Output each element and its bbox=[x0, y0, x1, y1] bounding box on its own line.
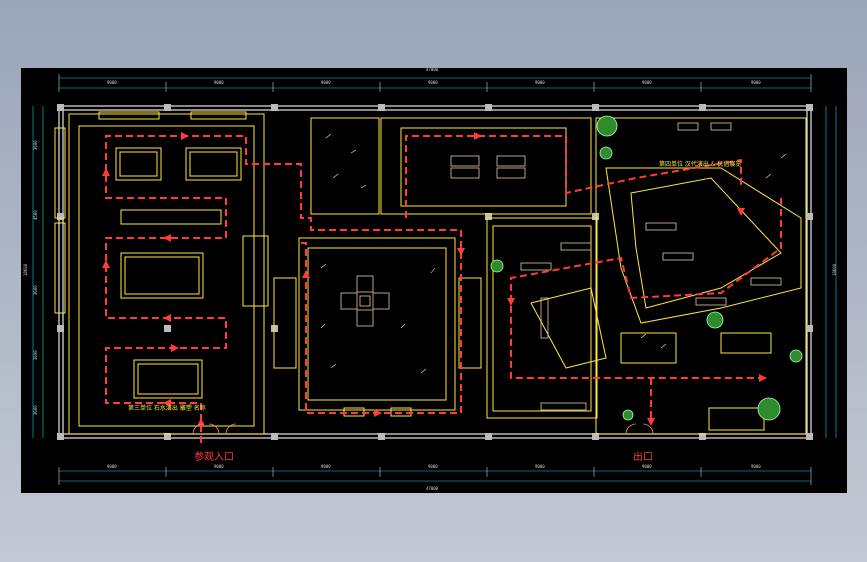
plants bbox=[490, 115, 803, 421]
dim-seg-2: 9000 bbox=[214, 80, 224, 85]
arrow-down-icon bbox=[457, 248, 465, 256]
plant-icon bbox=[622, 409, 634, 421]
texture-marks bbox=[320, 133, 787, 374]
visitor-route bbox=[105, 135, 782, 443]
arrow-right-icon bbox=[474, 132, 482, 140]
dim-seg-b4: 9000 bbox=[428, 464, 438, 469]
dim-seg-b5: 9000 bbox=[535, 464, 545, 469]
dim-seg-6: 9000 bbox=[642, 80, 652, 85]
outer-walls bbox=[58, 105, 812, 439]
route-arrows bbox=[102, 132, 767, 426]
plant-icon bbox=[757, 397, 781, 421]
dim-seg-b1: 9000 bbox=[107, 464, 117, 469]
cad-floor-plan: 47000 47000 9000 9000 9000 9000 9000 900… bbox=[21, 68, 847, 493]
arrow-up-icon bbox=[102, 168, 110, 176]
dim-top-total: 47000 bbox=[426, 68, 439, 72]
arrow-left-icon bbox=[163, 314, 171, 322]
dim-seg-3: 9000 bbox=[321, 80, 331, 85]
plant-icon bbox=[596, 115, 618, 137]
exit-door bbox=[625, 423, 654, 435]
arrow-right-icon bbox=[181, 132, 189, 140]
dim-seg-1: 9000 bbox=[107, 80, 117, 85]
zone-label-right: 第四单位 汉代演出 & 民俗展览 bbox=[659, 160, 741, 168]
arrow-right-icon bbox=[374, 409, 382, 417]
dim-side-segments: 3600 4500 3600 3600 3600 bbox=[33, 140, 38, 415]
dim-seg-7: 9000 bbox=[751, 80, 761, 85]
arrow-up-icon bbox=[102, 260, 110, 268]
dim-seg-5: 9000 bbox=[535, 80, 545, 85]
exit-label: 出口 bbox=[633, 450, 653, 463]
dim-seg-b6: 9000 bbox=[642, 464, 652, 469]
dim-bottom-total: 47000 bbox=[426, 486, 439, 491]
arrow-down-icon bbox=[737, 208, 745, 216]
interior-partitions bbox=[54, 111, 807, 435]
zone-label-left: 第三单位 石水演出 雕塑 名称 bbox=[128, 404, 206, 412]
arrow-right-icon bbox=[171, 344, 179, 352]
dim-seg-b2: 9000 bbox=[214, 464, 224, 469]
arrow-down-icon bbox=[647, 418, 655, 426]
dim-seg-4: 9000 bbox=[428, 80, 438, 85]
plant-icon bbox=[490, 259, 504, 273]
dim-side-3: 3600 bbox=[33, 285, 38, 295]
arrow-left-icon bbox=[163, 399, 171, 407]
dim-side-4: 3600 bbox=[33, 350, 38, 360]
dim-seg-b7: 9000 bbox=[751, 464, 761, 469]
plant-icon bbox=[789, 349, 803, 363]
dim-right-total: 18600 bbox=[832, 263, 837, 276]
arrow-right-icon bbox=[759, 374, 767, 382]
arrow-left-icon bbox=[163, 234, 171, 242]
plant-icon bbox=[706, 311, 724, 329]
dim-seg-b3: 9000 bbox=[321, 464, 331, 469]
dim-side-1: 3600 bbox=[33, 140, 38, 150]
entrance-label: 参观入口 bbox=[194, 450, 234, 463]
entrance-door bbox=[192, 423, 237, 435]
arrow-down-icon bbox=[507, 298, 515, 306]
dimension-lines bbox=[32, 74, 837, 485]
dim-bottom-segments: 9000 9000 9000 9000 9000 9000 9000 bbox=[107, 464, 761, 469]
dim-side-5: 3600 bbox=[33, 405, 38, 415]
arrow-up-icon bbox=[302, 270, 310, 278]
dim-left-total: 18600 bbox=[23, 263, 28, 276]
plant-icon bbox=[599, 146, 613, 160]
columns bbox=[57, 104, 813, 440]
dim-side-2: 4500 bbox=[33, 210, 38, 220]
floor-plan-canvas: 47000 47000 9000 9000 9000 9000 9000 900… bbox=[23, 68, 837, 491]
display-cases bbox=[340, 122, 782, 411]
dim-top-segments: 9000 9000 9000 9000 9000 9000 9000 bbox=[107, 80, 761, 85]
